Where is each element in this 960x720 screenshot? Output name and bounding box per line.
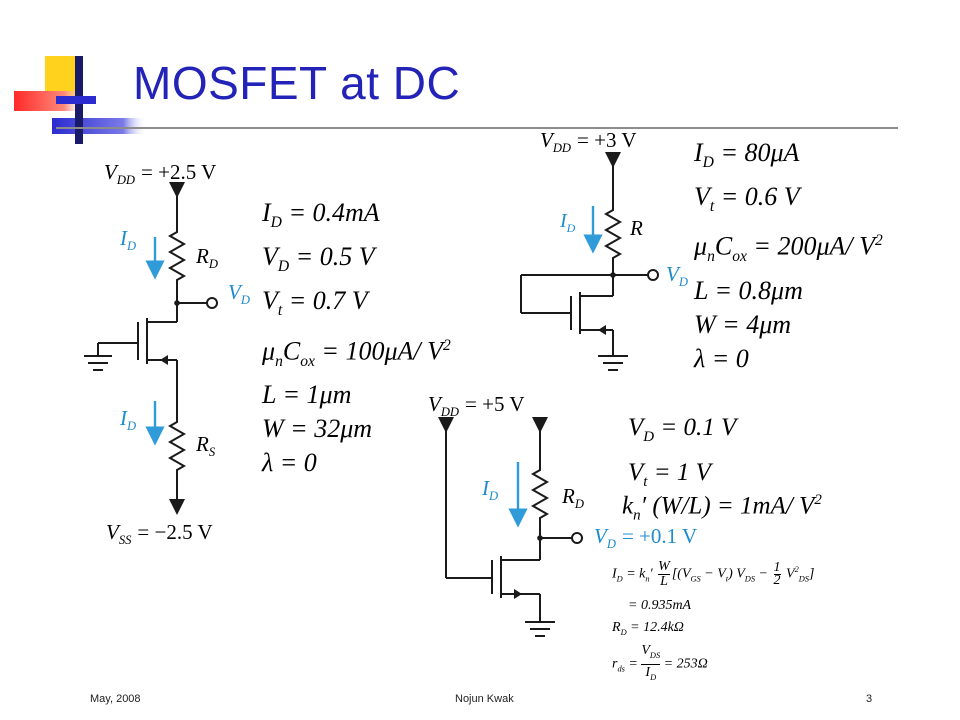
c1-eq-mucox: μnCox = 100μA/ V2 [262,336,451,370]
c3-eq-kn: kn′ (W/L) = 1mA/ V2 [622,492,822,524]
c1-eq-vd: VD = 0.5 V [262,242,375,276]
c2-eq-vt: Vt = 0.6 V [694,182,800,216]
circuit1-id-top-label: ID [120,226,137,254]
c1-eq-id: ID = 0.4mA [262,198,380,232]
c2-eq-w: W = 4μm [694,310,792,340]
c3-calc-result: = 0.935mA [628,598,692,613]
c2-eq-l: L = 0.8μm [694,276,803,306]
c1-eq-w: W = 32μm [262,414,373,444]
circuit3-id-label: ID [482,476,499,504]
c3-eq-vd: VD = 0.1 V [628,414,737,445]
c3-calc-rd: RD = 12.4kΩ [612,620,684,637]
circuit1-vdd-label: VDD= +2.5 V [104,160,217,188]
slide-title: MOSFET at DC [133,57,461,109]
circuit3-given: VD = 0.1 V Vt = 1 V [628,410,736,500]
circuit3-vd-label: VD= +0.1 V [594,524,698,552]
c2-eq-id: ID = 80μA [694,138,800,172]
slide-logo [14,56,147,144]
circuit3-wires [438,417,572,637]
circuit2-vd-label: VD [666,262,688,290]
circuit1-rs-label: RS [196,432,216,460]
c1-eq-vt: Vt = 0.7 V [262,286,368,320]
c1-eq-l: L = 1μm [262,380,352,410]
circuit2-id-label: ID [560,210,576,235]
c2-eq-lambda: λ = 0 [694,344,749,374]
c2-eq-mucox: μnCox = 200μA/ V2 [694,232,883,266]
footer-author: Nojun Kwak [455,693,514,705]
circuit2-r-label: R [630,216,643,240]
circuit3-rd-label: RD [562,484,584,512]
circuit2-vdd-label: VDD= +3 V [540,128,637,156]
c1-eq-lambda: λ = 0 [262,448,317,478]
circuit1-rd-label: RD [196,244,218,272]
footer-page-number: 3 [866,693,873,705]
circuit1-vss-label: VSS= −2.5 V [106,520,213,548]
circuit1-vd-label: VD [228,280,250,308]
c3-calc-id: ID = kn′ W L [(VGS − Vt) VDS − 1 2 V2DS] [612,559,815,589]
circuit2-equations: ID = 80μA Vt = 0.6 V μnCox = 200μA/ V2 L… [694,136,883,376]
circuit1-id-bot-label: ID [120,406,137,434]
circuit1-wires [84,182,207,515]
circuit3-vdd-label: VDD= +5 V [428,392,525,420]
c3-eq-vt: Vt = 1 V [628,459,711,490]
circuit2-wires [520,152,648,371]
footer-date: May, 2008 [90,693,141,705]
title-divider [56,127,898,129]
circuit1-equations: ID = 0.4mA VD = 0.5 V Vt = 0.7 V μnCox =… [262,196,451,480]
c3-calc-rds: rds = VDS ID = 253Ω [612,643,708,682]
